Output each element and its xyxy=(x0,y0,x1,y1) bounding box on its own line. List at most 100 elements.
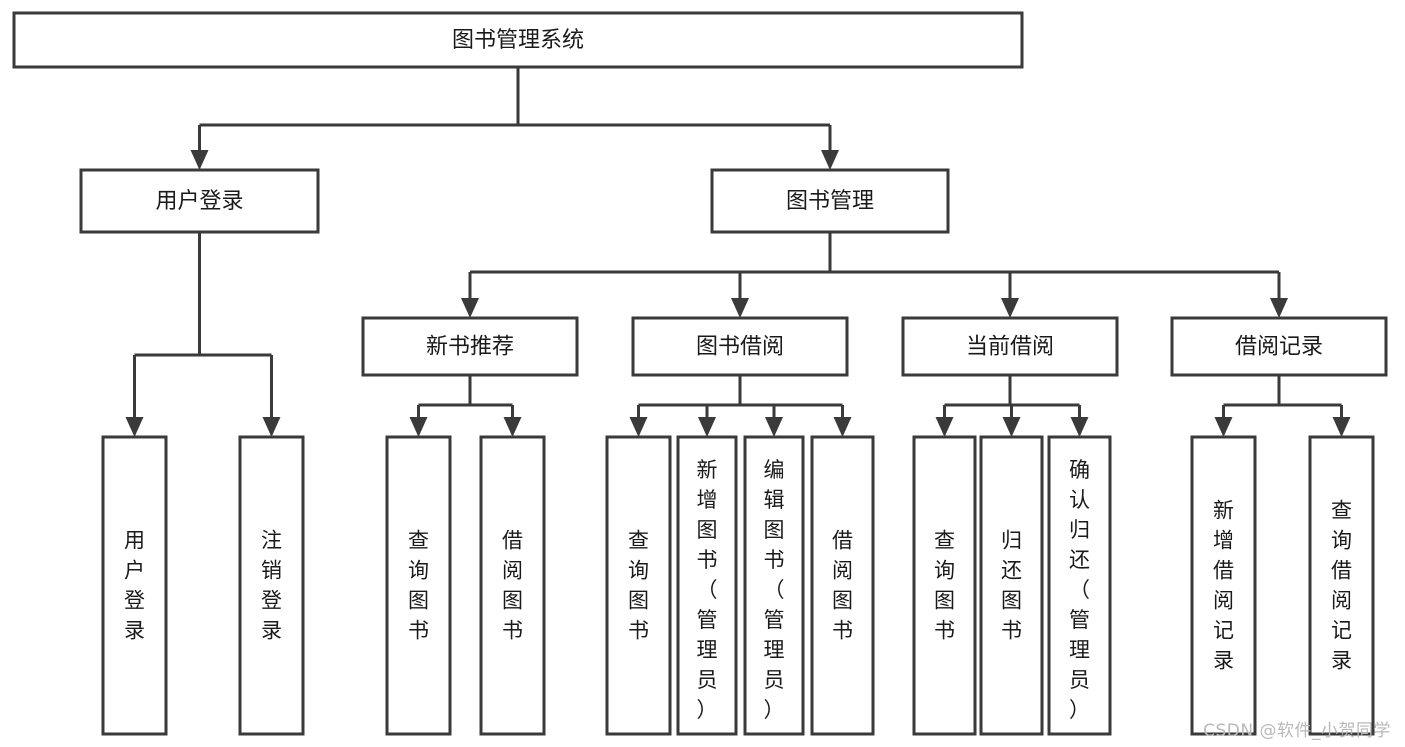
node-leaf-5-label-char: 增 xyxy=(697,488,718,512)
node-leaf-6-label-char: 编 xyxy=(764,458,785,482)
node-level2-1-rect xyxy=(710,168,950,234)
node-leaf-0-label-char: 录 xyxy=(124,619,145,643)
node-leaf-12-label-char: 记 xyxy=(1331,619,1352,643)
node-leaf-6-label-char: 书 xyxy=(764,548,785,572)
node-leaf-0-label-char: 登 xyxy=(124,589,145,613)
node-leaf-5-label-char: 图 xyxy=(697,518,718,542)
node-leaf-3-rect xyxy=(479,435,546,736)
node-leaf-9-label-char: 书 xyxy=(1001,619,1022,643)
node-leaf-9-label-char: 图 xyxy=(1001,589,1022,613)
node-leaf-2-rect xyxy=(385,435,452,736)
node-leaf-0-label-char: 户 xyxy=(124,559,145,583)
arrow-to-leaf-3 xyxy=(503,417,522,437)
node-leaf-4-label-char: 询 xyxy=(628,559,649,583)
node-root[interactable]: 图书管理系统 xyxy=(12,11,1024,69)
node-leaf-12-rect xyxy=(1308,435,1375,736)
arrow-to-leaf-7 xyxy=(833,417,852,437)
node-leaf-8-label-char: 查 xyxy=(934,529,955,553)
node-leaf-5-label-char: 管 xyxy=(697,608,718,632)
node-leaf-5-label-char: 书 xyxy=(697,548,718,572)
node-leaf-10-label-char: 员 xyxy=(1069,668,1090,692)
node-level3-0[interactable]: 新书推荐 xyxy=(361,316,579,377)
node-level3-0-rect xyxy=(361,316,579,377)
arrow-to-leaf-11 xyxy=(1214,417,1233,437)
node-level3-1[interactable]: 图书借阅 xyxy=(631,316,849,377)
node-leaf-4-label-char: 图 xyxy=(628,589,649,613)
node-leaf-8[interactable]: 查询图书查询图书 xyxy=(912,435,977,736)
node-leaf-0[interactable]: 用户登录用户登录 xyxy=(101,435,168,736)
arrow-to-leaf-9 xyxy=(1002,417,1021,437)
node-leaf-1[interactable]: 注销登录注销登录 xyxy=(238,435,305,736)
node-level2-1[interactable]: 图书管理 xyxy=(710,168,950,234)
node-leaf-3-label-char: 借 xyxy=(502,529,523,553)
node-leaf-4-label-char: 书 xyxy=(628,619,649,643)
node-leaf-6-label-char: ） xyxy=(764,698,785,722)
node-leaf-12-label-char: 阅 xyxy=(1331,589,1352,613)
arrow-to-leaf-6 xyxy=(765,417,783,437)
node-leaf-2[interactable]: 查询图书查询图书 xyxy=(385,435,452,736)
node-leaf-1-label-char: 销 xyxy=(261,559,282,583)
node-leaf-6-rect xyxy=(743,435,805,736)
arrow-to-level2-1 xyxy=(821,150,839,170)
node-leaf-10-rect xyxy=(1047,435,1112,736)
node-leaf-1-label-char: 注 xyxy=(261,529,282,553)
node-leaf-7-label-char: 阅 xyxy=(832,559,853,583)
node-leaf-1-label-char: 录 xyxy=(261,619,282,643)
arrow-to-leaf-0 xyxy=(125,417,144,437)
node-leaf-3-label-char: 阅 xyxy=(502,559,523,583)
node-leaf-7-rect xyxy=(810,435,875,736)
node-leaf-4[interactable]: 查询图书查询图书 xyxy=(605,435,672,736)
node-leaf-5-label-char: （ xyxy=(697,578,718,602)
node-level3-2-rect xyxy=(901,316,1119,377)
node-leaf-1-rect xyxy=(238,435,305,736)
node-leaf-4-rect xyxy=(605,435,672,736)
node-leaf-6-label-char: 管 xyxy=(764,608,785,632)
node-level3-3[interactable]: 借阅记录 xyxy=(1170,316,1388,377)
node-leaf-0-rect xyxy=(101,435,168,736)
node-leaf-2-label-char: 查 xyxy=(408,529,429,553)
node-leaf-9[interactable]: 归还图书归还图书 xyxy=(979,435,1044,736)
node-leaf-5-label-char: 新 xyxy=(697,458,718,482)
node-leaf-7[interactable]: 借阅图书借阅图书 xyxy=(810,435,875,736)
node-leaf-12-label-char: 借 xyxy=(1331,559,1352,583)
node-level2-0[interactable]: 用户登录 xyxy=(79,168,320,234)
node-root-label: 图书管理系统 xyxy=(452,28,584,53)
node-leaf-6-label-char: 图 xyxy=(764,518,785,542)
node-leaf-11[interactable]: 新增借阅记录新增借阅记录 xyxy=(1190,435,1257,736)
node-leaf-6-label-char: （ xyxy=(764,578,785,602)
node-leaf-10-label-char: 还 xyxy=(1069,548,1090,572)
node-leaf-3[interactable]: 借阅图书借阅图书 xyxy=(479,435,546,736)
node-level3-1-label: 图书借阅 xyxy=(696,335,784,360)
node-leaf-8-label-char: 图 xyxy=(934,589,955,613)
node-level3-1-rect xyxy=(631,316,849,377)
node-leaf-8-rect xyxy=(912,435,977,736)
node-leaf-11-label-char: 记 xyxy=(1213,619,1234,643)
arrow-to-level3-0 xyxy=(461,298,479,318)
node-leaf-7-label-char: 借 xyxy=(832,529,853,553)
node-leaf-2-label-char: 图 xyxy=(408,589,429,613)
node-level3-2-label: 当前借阅 xyxy=(966,335,1054,360)
node-level3-2[interactable]: 当前借阅 xyxy=(901,316,1119,377)
node-leaf-11-label-char: 阅 xyxy=(1213,589,1234,613)
node-leaf-12-label-char: 询 xyxy=(1331,529,1352,553)
node-leaf-10-label-char: 确 xyxy=(1069,458,1090,482)
node-leaf-5-label-char: ） xyxy=(697,698,718,722)
node-leaf-3-label-char: 图 xyxy=(502,589,523,613)
node-leaf-2-label-char: 书 xyxy=(408,619,429,643)
node-leaf-5-rect xyxy=(676,435,738,736)
node-leaf-3-label-char: 书 xyxy=(502,619,523,643)
node-level2-1-label: 图书管理 xyxy=(786,189,874,214)
node-leaf-11-rect xyxy=(1190,435,1257,736)
node-leaf-5-label-char: 员 xyxy=(697,668,718,692)
node-leaf-7-label-char: 书 xyxy=(832,619,853,643)
node-leaf-12[interactable]: 查询借阅记录查询借阅记录 xyxy=(1308,435,1375,736)
arrow-to-leaf-1 xyxy=(262,417,281,437)
node-leaf-6-label-char: 员 xyxy=(764,668,785,692)
node-leaf-10-label-char: 归 xyxy=(1069,518,1090,542)
node-leaf-10-label-char: （ xyxy=(1069,578,1090,602)
